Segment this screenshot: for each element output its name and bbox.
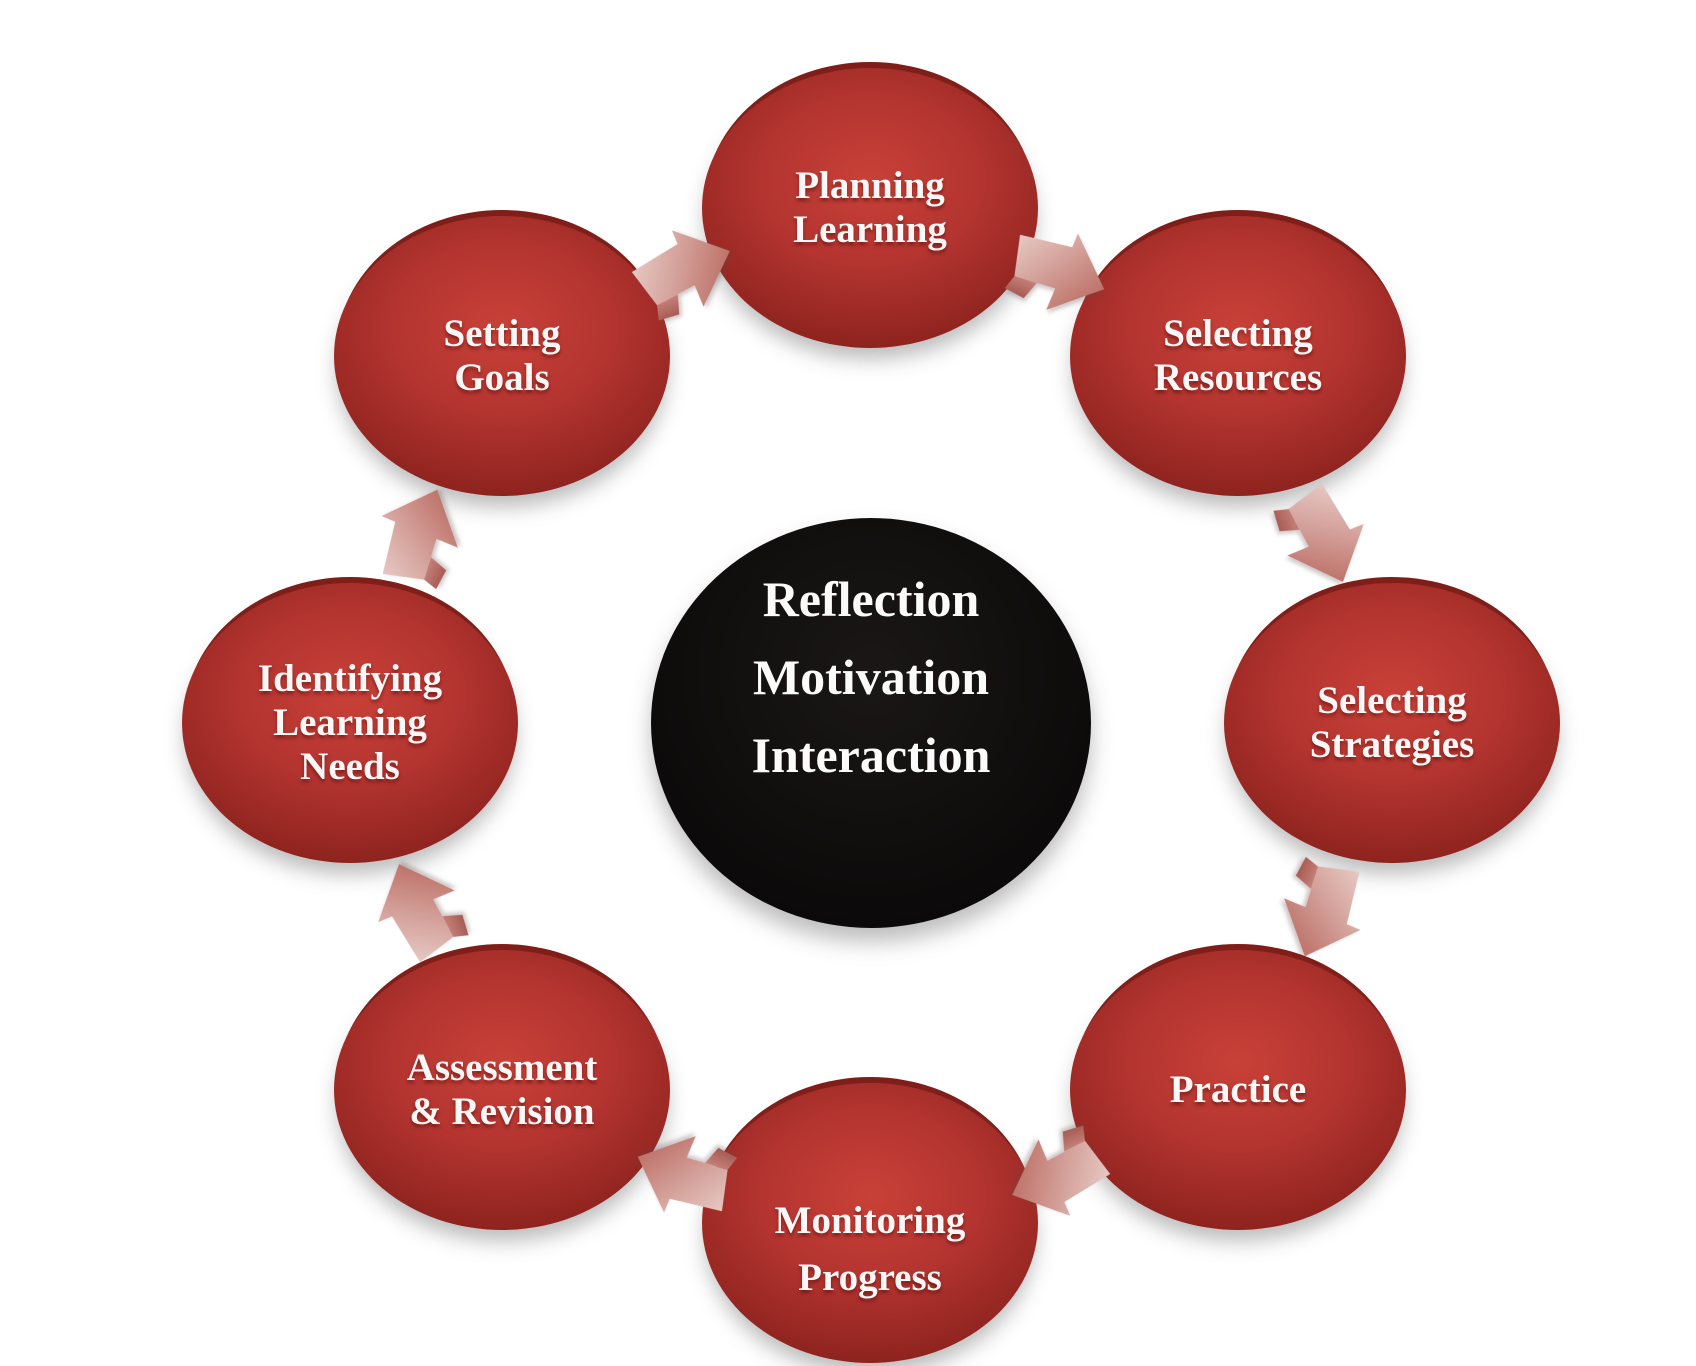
flow-arrow-fold — [1273, 508, 1300, 531]
flow-arrow-fold — [1005, 276, 1038, 299]
node-label-line: Goals — [454, 356, 550, 399]
node-label-line: Monitoring — [774, 1199, 966, 1243]
hub-line: Motivation — [752, 649, 990, 705]
node-assessment-revision: Assessment& Revision — [334, 944, 670, 1230]
flow-arrow-shape — [637, 1136, 728, 1213]
node-label-line: Setting — [443, 312, 561, 356]
node-practice: Practice — [1070, 944, 1406, 1230]
flow-arrow-fold — [656, 294, 679, 321]
node-label-line: Resources — [1153, 356, 1323, 399]
flow-arrow-fold — [1063, 1125, 1086, 1152]
node-label-line: Identifying — [257, 657, 443, 701]
node-label-line: Strategies — [1309, 723, 1475, 766]
flow-arrow-selecting-resources-to-selecting-strategies — [1252, 467, 1390, 605]
node-label-line: Progress — [798, 1256, 942, 1299]
node-label-line: Practice — [1169, 1068, 1307, 1112]
flow-arrow-identifying-learning-needs-to-setting-goals — [352, 467, 490, 605]
flow-arrow-fold — [424, 556, 447, 589]
flow-arrow-monitoring-progress-to-assessment-revision — [615, 1104, 753, 1242]
node-label-line: Planning — [795, 164, 945, 208]
flow-arrow-planning-learning-to-selecting-resources — [988, 204, 1126, 342]
flow-arrow-practice-to-monitoring-progress — [988, 1104, 1126, 1242]
flow-arrow-fold — [1295, 857, 1318, 890]
node-label-line: Selecting — [1317, 679, 1467, 723]
flow-arrow-fold — [442, 915, 469, 938]
node-label-line: Selecting — [1163, 312, 1313, 356]
flow-arrow-assessment-revision-to-identifying-learning-needs — [352, 840, 490, 978]
node-label-line: & Revision — [409, 1090, 595, 1133]
flow-arrow-setting-goals-to-planning-learning — [615, 204, 753, 342]
hub-line: Interaction — [751, 727, 991, 783]
flow-arrow-shape — [1012, 1139, 1111, 1216]
flow-arrow-shape — [1284, 866, 1361, 957]
node-label-line: Assessment — [406, 1046, 598, 1090]
flow-arrow-shape — [1287, 483, 1364, 582]
flow-arrow-selecting-strategies-to-practice — [1252, 840, 1390, 978]
node-label-line: Learning — [273, 701, 427, 745]
flow-arrow-shape — [1014, 233, 1105, 310]
hub-line: Reflection — [762, 571, 980, 627]
flow-arrow-shape — [378, 864, 455, 963]
node-label-line: Needs — [300, 744, 400, 788]
flow-arrow-shape — [381, 489, 458, 580]
node-label-line: Learning — [793, 208, 947, 251]
flow-arrow-shape — [631, 230, 730, 307]
flow-arrow-fold — [704, 1147, 737, 1170]
